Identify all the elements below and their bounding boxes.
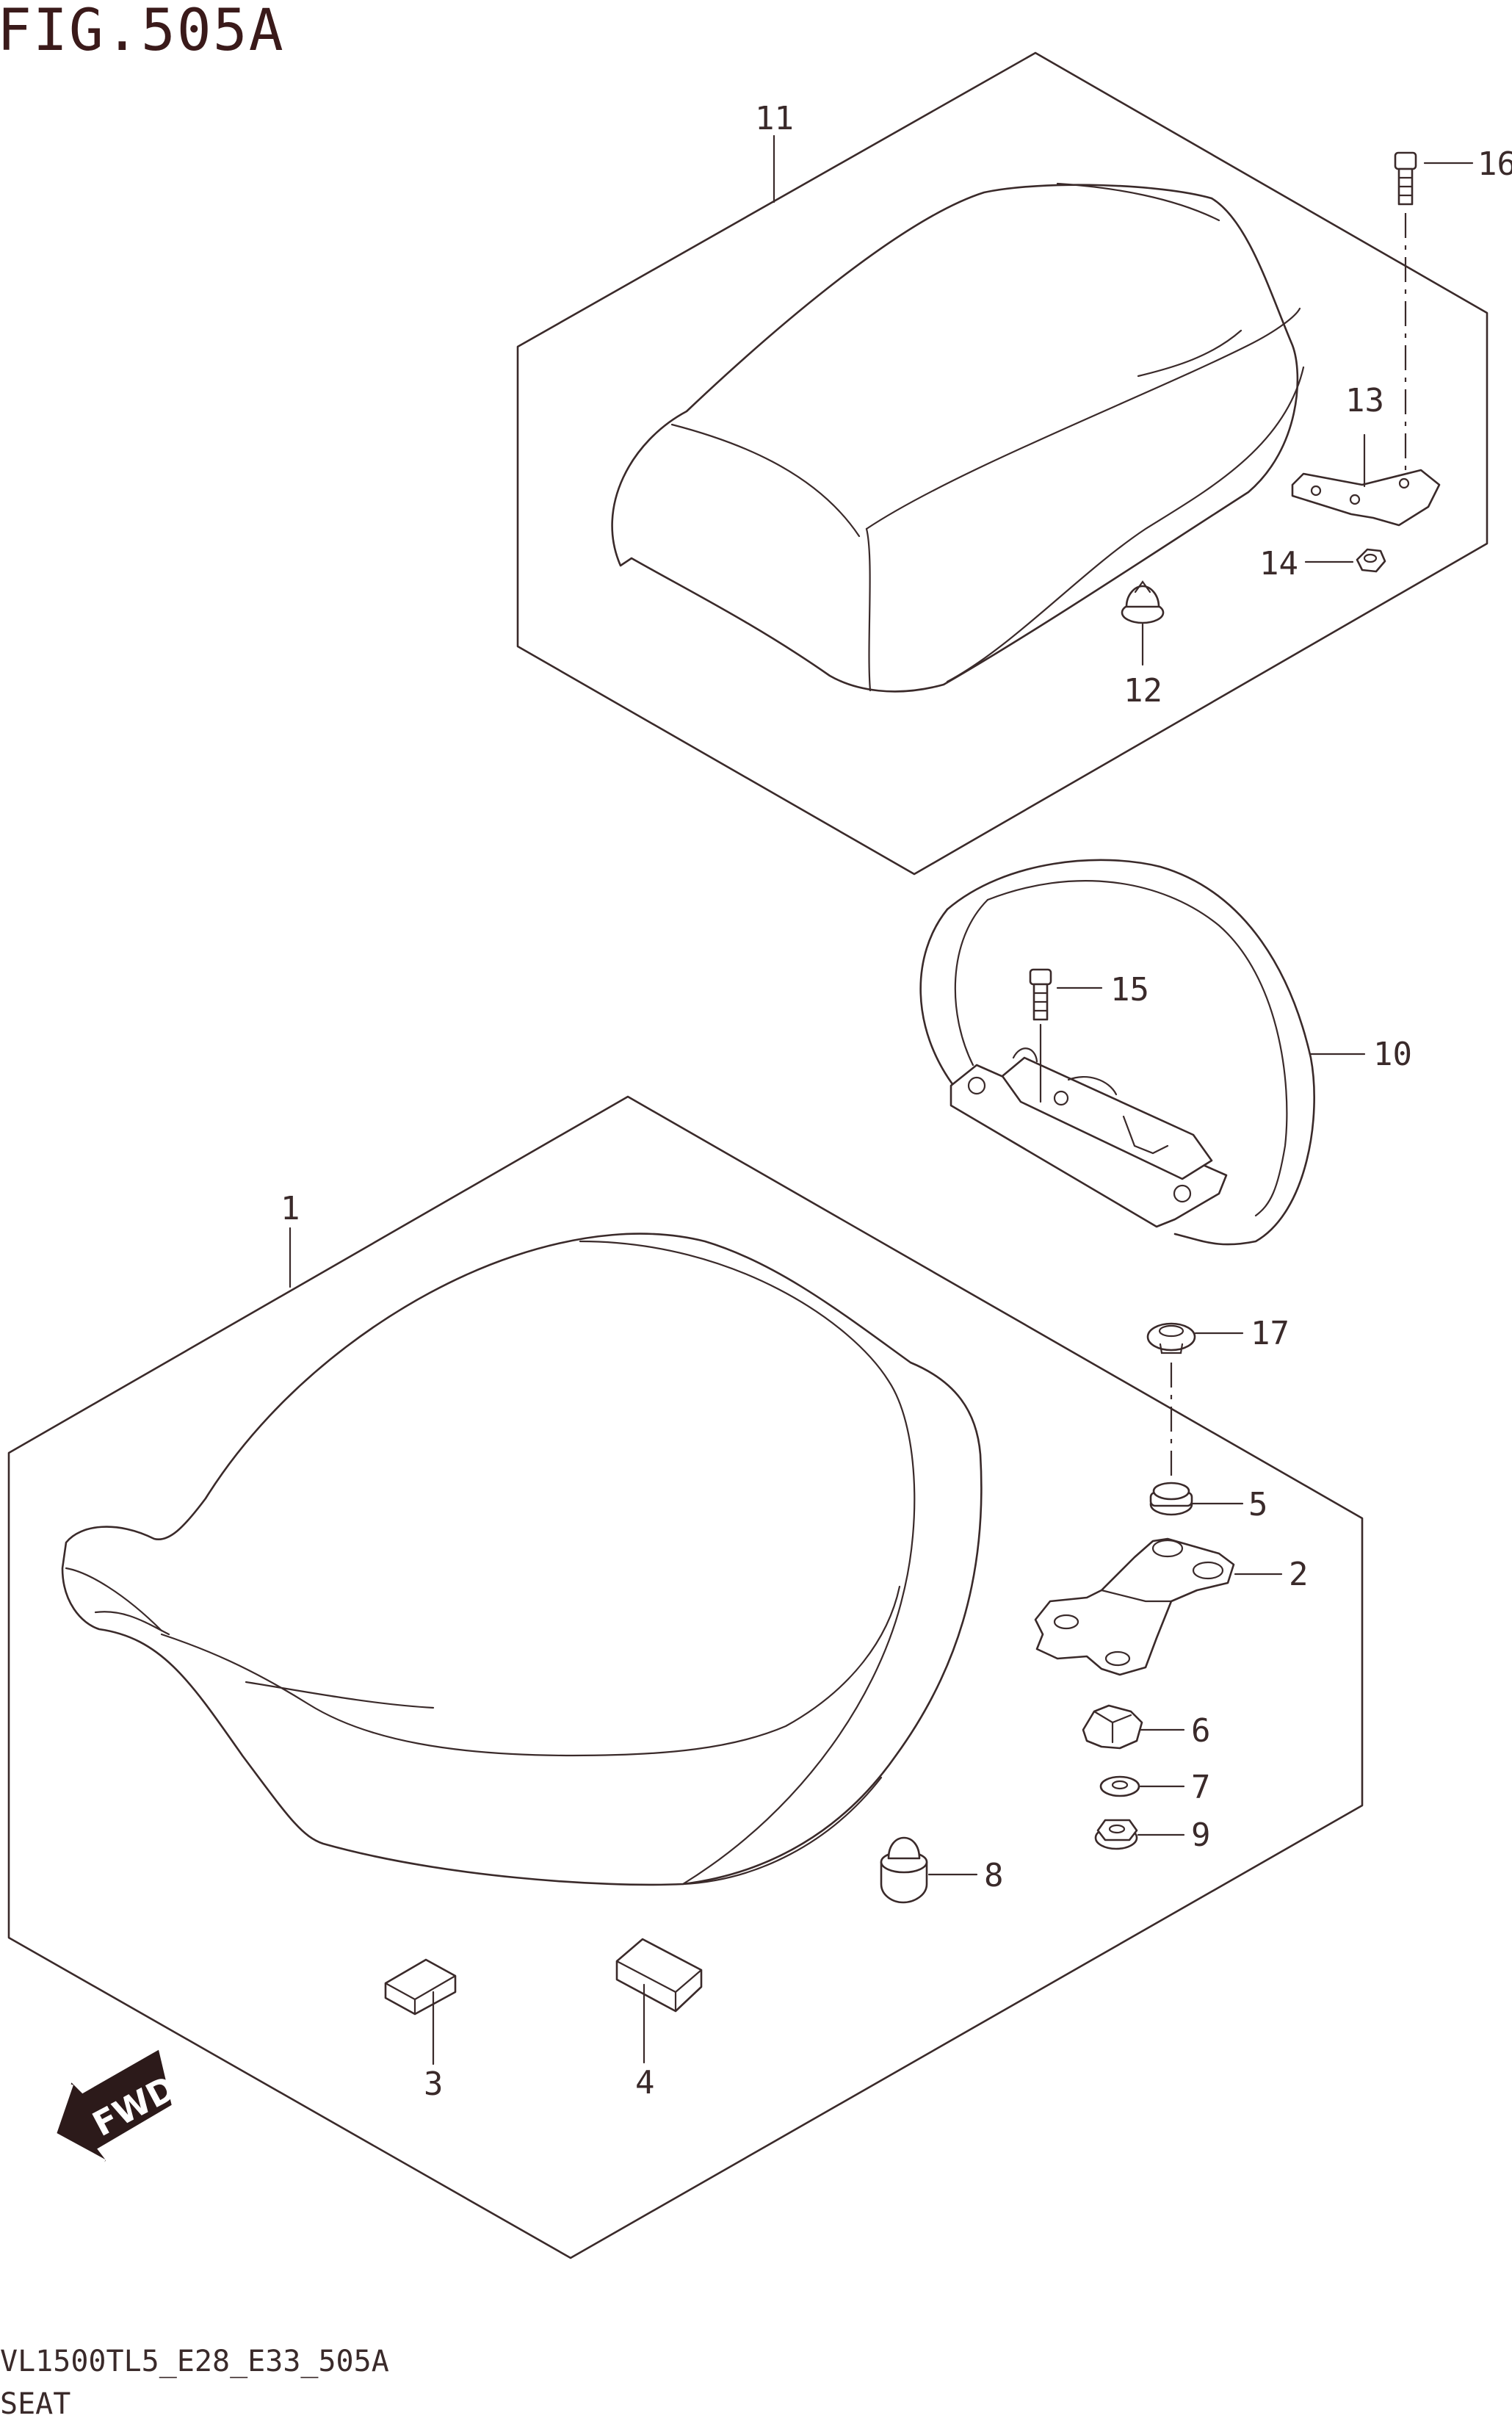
- callout-3: 3: [424, 2065, 444, 2103]
- callout-4: 4: [635, 2064, 655, 2101]
- section-name: SEAT: [0, 2387, 70, 2421]
- callout-8: 8: [984, 1857, 1004, 1894]
- callout-11: 11: [755, 100, 794, 137]
- leader-lines: [289, 134, 1474, 2065]
- callout-15: 15: [1110, 971, 1149, 1009]
- callout-5: 5: [1248, 1486, 1268, 1523]
- figure-title: FIG.505A: [0, 0, 285, 64]
- cushion-part-4: [615, 1938, 703, 2013]
- nut-part-9: [1094, 1819, 1138, 1850]
- bracket-part-2: [1034, 1537, 1235, 1676]
- damper-part-5: [1149, 1482, 1193, 1516]
- nut-part-14: [1356, 548, 1386, 573]
- model-code: VL1500TL5_E28_E33_505A: [0, 2345, 389, 2378]
- fwd-direction-badge: FWD: [53, 2049, 183, 2162]
- bracket-part-13: [1291, 469, 1441, 527]
- rear-seat-part-11: [611, 182, 1305, 693]
- callout-6: 6: [1191, 1712, 1211, 1750]
- cushion-nut-part-17: [1146, 1322, 1196, 1354]
- callout-1: 1: [281, 1190, 300, 1227]
- cushion-part-3: [384, 1958, 457, 2016]
- cushion-part-8: [880, 1836, 928, 1904]
- backrest-part-10: [919, 859, 1315, 1246]
- clip-part-6: [1082, 1704, 1143, 1750]
- callout-14: 14: [1259, 545, 1298, 582]
- main-seat-part-1: [61, 1233, 983, 1886]
- callout-2: 2: [1289, 1556, 1309, 1593]
- bolt-part-15: [1029, 968, 1052, 1021]
- grommet-part-12: [1121, 580, 1165, 624]
- callout-17: 17: [1251, 1315, 1289, 1352]
- callout-12: 12: [1124, 672, 1162, 710]
- callout-7: 7: [1191, 1769, 1211, 1806]
- group-frame-rear-seat: [516, 51, 1489, 876]
- washer-part-7: [1099, 1775, 1140, 1797]
- bolt-part-16: [1394, 151, 1417, 206]
- callout-16: 16: [1477, 145, 1512, 183]
- group-frame-main-seat: [7, 1095, 1364, 2259]
- callout-9: 9: [1191, 1816, 1211, 1854]
- callout-13: 13: [1345, 382, 1384, 419]
- callout-10: 10: [1373, 1036, 1412, 1073]
